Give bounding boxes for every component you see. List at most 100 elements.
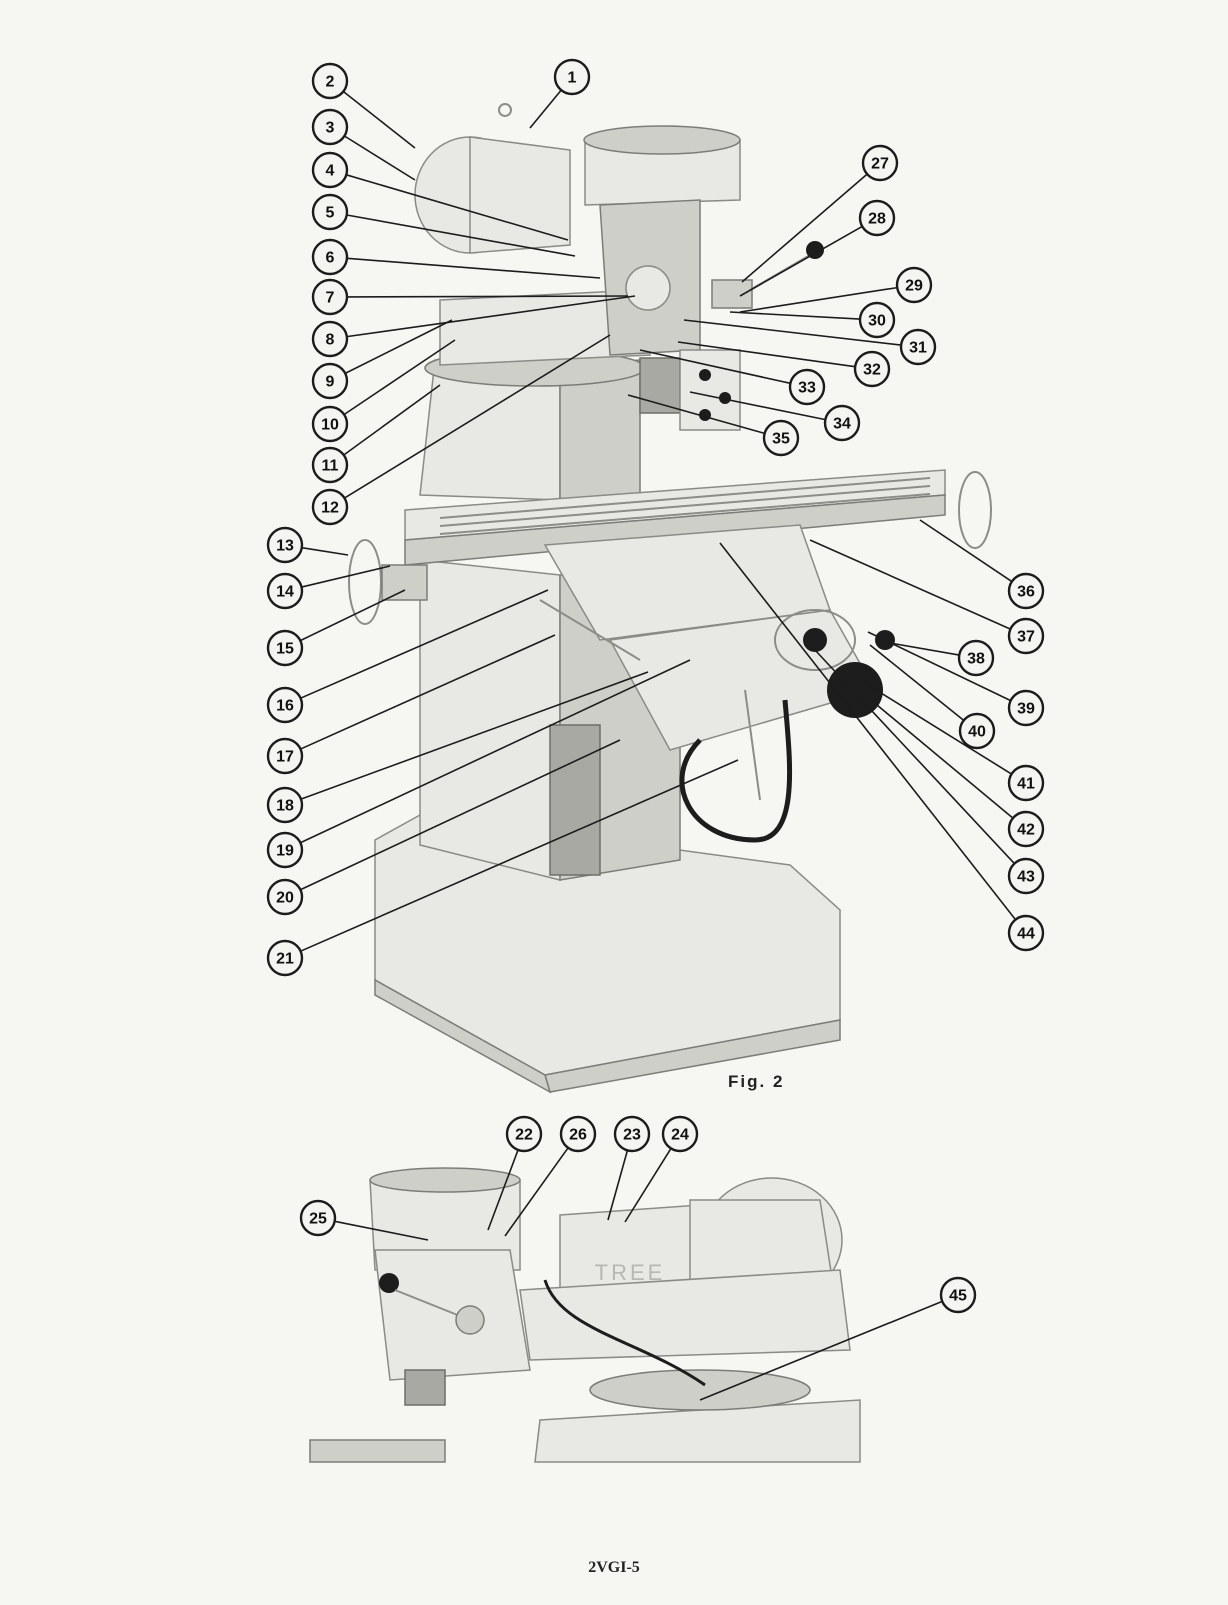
ram-arm: [519, 1269, 851, 1361]
knee-handwheel: [774, 609, 856, 671]
head-dial: [625, 265, 671, 311]
callout-circle-12: [311, 488, 349, 526]
callout-number-31: 31: [909, 340, 927, 357]
leader-line-15: [299, 589, 406, 642]
leader-line-35: [627, 394, 765, 435]
callout-circle-40: [958, 712, 996, 750]
lock-rod: [539, 599, 641, 661]
leader-line-12: [344, 334, 611, 499]
callout-number-21: 21: [276, 951, 294, 968]
callout-number-1: 1: [568, 70, 577, 87]
callout-circle-9: [311, 362, 349, 400]
callout-number-45: 45: [949, 1288, 967, 1305]
callout-number-16: 16: [276, 698, 294, 715]
callout-circle-33: [788, 368, 826, 406]
callout-circle-31: [899, 328, 937, 366]
knee-hub: [803, 628, 827, 652]
callout-number-17: 17: [276, 749, 294, 766]
callout-number-3: 3: [326, 120, 335, 137]
table-handwheel-left: [348, 539, 382, 625]
callout-number-35: 35: [772, 431, 790, 448]
feed-lever-ball: [806, 241, 824, 259]
callout-circle-30: [858, 301, 896, 339]
leader-line-34: [689, 391, 826, 421]
callout-circle-8: [311, 320, 349, 358]
callout-number-29: 29: [905, 278, 923, 295]
leader-line-18: [300, 671, 649, 800]
callout-circle-20: [266, 878, 304, 916]
t-slot: [439, 485, 931, 527]
leader-line-30: [729, 311, 861, 320]
leader-line-42: [864, 694, 1014, 819]
callout-circle-32: [853, 350, 891, 388]
leader-line-5: [346, 214, 576, 257]
callout-number-14: 14: [276, 584, 294, 601]
leader-line-14: [301, 565, 391, 588]
callout-circle-5: [311, 193, 349, 231]
callout-number-41: 41: [1017, 776, 1035, 793]
table-handwheel-right: [958, 471, 992, 549]
callout-number-33: 33: [798, 380, 816, 397]
callout-circle-4: [311, 151, 349, 189]
leader-line-23: [607, 1150, 629, 1221]
leader-line-11: [343, 384, 441, 456]
power-feed-motor: [827, 662, 883, 718]
motor-body: [469, 136, 571, 254]
callout-circle-27: [861, 144, 899, 182]
callout-number-6: 6: [326, 250, 335, 267]
callout-circle-23: [613, 1115, 651, 1153]
panel-knob: [719, 392, 731, 404]
cable: [543, 1279, 706, 1387]
leader-line-8: [346, 295, 636, 338]
callout-circle-42: [1007, 810, 1045, 848]
feed-hub: [711, 279, 753, 309]
callout-number-26: 26: [569, 1127, 587, 1144]
leader-line-31: [683, 319, 902, 346]
callout-number-43: 43: [1017, 869, 1035, 886]
callout-circle-25: [299, 1199, 337, 1237]
leader-line-13: [301, 546, 349, 556]
leader-line-36: [919, 519, 1013, 583]
head-rear-view-drawing: TREE: [309, 1167, 861, 1463]
callout-number-44: 44: [1017, 926, 1035, 943]
power-cable: [679, 699, 793, 843]
callout-circle-41: [1007, 764, 1045, 802]
leader-line-26: [504, 1147, 569, 1237]
callout-circle-1: [553, 58, 591, 96]
spindle-nose: [404, 1369, 446, 1406]
callout-circle-24: [661, 1115, 699, 1153]
callout-number-32: 32: [863, 362, 881, 379]
quill-lever: [394, 1289, 466, 1319]
callout-number-18: 18: [276, 798, 294, 815]
column-slot: [549, 724, 601, 876]
callout-number-23: 23: [623, 1127, 641, 1144]
callout-number-25: 25: [309, 1211, 327, 1228]
leader-line-3: [344, 135, 416, 181]
t-slot: [439, 493, 931, 535]
leader-line-21: [300, 759, 739, 952]
leader-line-25: [334, 1220, 429, 1241]
callout-number-19: 19: [276, 843, 294, 860]
head-body: [374, 1249, 531, 1381]
leader-line-24: [624, 1147, 672, 1223]
callout-circle-15: [266, 629, 304, 667]
leader-line-7: [346, 295, 629, 298]
leader-line-44: [719, 542, 1017, 921]
callout-circle-39: [1007, 689, 1045, 727]
callout-number-22: 22: [515, 1127, 533, 1144]
leader-line-4: [346, 174, 569, 241]
callout-number-15: 15: [276, 641, 294, 658]
callout-number-27: 27: [871, 156, 889, 173]
leader-line-39: [867, 631, 1012, 702]
callout-number-40: 40: [968, 724, 986, 741]
leader-line-40: [869, 644, 965, 721]
callout-circle-45: [939, 1276, 977, 1314]
callout-number-28: 28: [868, 211, 886, 228]
leader-line-20: [300, 739, 621, 891]
leader-line-1: [529, 89, 562, 129]
callout-number-7: 7: [326, 290, 335, 307]
elevating-crank: [744, 689, 761, 801]
leader-line-38: [889, 642, 960, 656]
